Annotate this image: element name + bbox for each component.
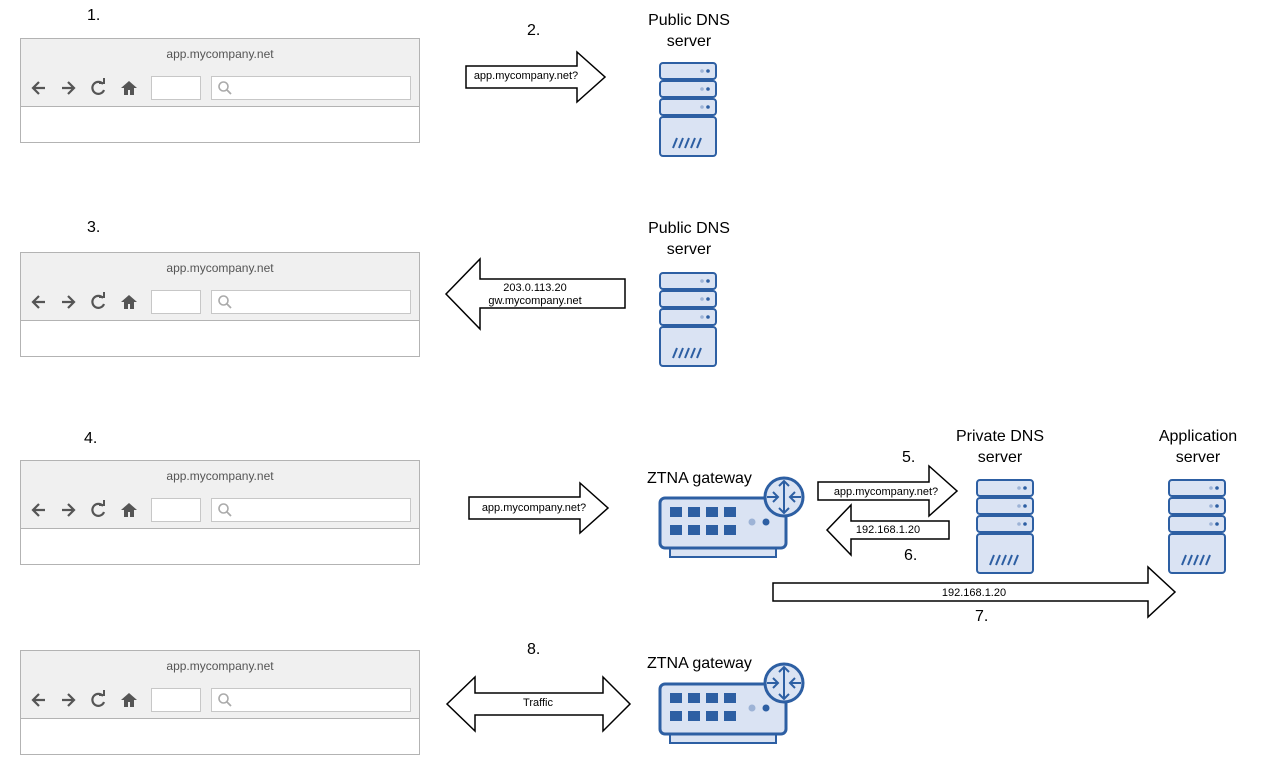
search-icon [218,295,232,309]
step-7-label: 7. [975,608,989,625]
reload-icon[interactable] [88,292,108,312]
search-icon [218,503,232,517]
application-server-label: Application server [1158,428,1238,466]
browser-content [21,719,419,754]
ztna-gateway-label-2: ZTNA gateway [647,655,752,672]
arrow-dns-reply-host: gw.mycompany.net [488,295,582,307]
home-icon[interactable] [119,690,139,710]
search-icon [218,81,232,95]
browser-url-title: app.mycompany.net [21,461,419,493]
home-icon[interactable] [119,292,139,312]
ztna-gateway-label-1: ZTNA gateway [647,470,752,487]
ztna-gateway-icon-2 [658,662,805,744]
arrow-to-application-server [772,565,1177,619]
browser-toolbar [21,682,419,719]
arrow-dns-reply-ip: 203.0.113.20 [503,282,567,294]
arrow-dns-reply [444,257,626,331]
browser-content [21,107,419,142]
application-server-icon [1168,479,1226,574]
step-4-label: 4. [84,430,98,447]
address-field[interactable] [151,290,201,314]
reload-icon[interactable] [88,500,108,520]
arrow-dns-query-text: app.mycompany.net? [473,70,579,82]
arrow-gateway-query-text: app.mycompany.net? [481,502,587,514]
browser-window-3: app.mycompany.net [20,460,420,565]
step-8-label: 8. [527,641,541,658]
browser-url-title: app.mycompany.net [21,651,419,683]
step-2-label: 2. [527,22,541,39]
browser-window-2: app.mycompany.net [20,252,420,357]
arrow-private-dns-query-text: app.mycompany.net? [833,486,939,498]
browser-window-1: app.mycompany.net [20,38,420,143]
ztna-gateway-icon-1 [658,476,805,558]
arrow-private-dns-reply-text: 192.168.1.20 [855,524,921,536]
reload-icon[interactable] [88,690,108,710]
browser-url-title: app.mycompany.net [21,39,419,71]
browser-content [21,529,419,564]
browser-window-4: app.mycompany.net [20,650,420,755]
forward-arrow-icon[interactable] [58,690,78,710]
step-5-label: 5. [902,449,916,466]
search-field[interactable] [211,76,411,100]
home-icon[interactable] [119,500,139,520]
address-field[interactable] [151,688,201,712]
address-field[interactable] [151,498,201,522]
arrow-traffic-bidirectional [445,675,632,733]
search-field[interactable] [211,498,411,522]
browser-toolbar [21,70,419,107]
private-dns-label: Private DNS server [955,428,1045,466]
browser-toolbar [21,284,419,321]
arrow-private-dns-reply [825,503,950,557]
back-arrow-icon[interactable] [29,690,49,710]
search-field[interactable] [211,688,411,712]
home-icon[interactable] [119,78,139,98]
public-dns-server-icon-1 [659,62,717,157]
public-dns-label-1: Public DNS server [648,12,730,50]
public-dns-server-icon-2 [659,272,717,367]
reload-icon[interactable] [88,78,108,98]
browser-toolbar [21,492,419,529]
step-1-label: 1. [87,7,101,24]
arrow-to-application-server-text: 192.168.1.20 [941,587,1007,599]
forward-arrow-icon[interactable] [58,78,78,98]
step-6-label: 6. [904,547,918,564]
back-arrow-icon[interactable] [29,292,49,312]
back-arrow-icon[interactable] [29,78,49,98]
address-field[interactable] [151,76,201,100]
arrow-traffic-text: Traffic [523,697,553,709]
browser-url-title: app.mycompany.net [21,253,419,285]
arrow-gateway-query [468,481,610,535]
forward-arrow-icon[interactable] [58,500,78,520]
step-3-label: 3. [87,219,101,236]
forward-arrow-icon[interactable] [58,292,78,312]
arrow-private-dns-query [817,464,959,518]
public-dns-label-2: Public DNS server [648,220,730,258]
search-field[interactable] [211,290,411,314]
private-dns-server-icon [976,479,1034,574]
arrow-dns-query [465,50,607,104]
browser-content [21,321,419,356]
back-arrow-icon[interactable] [29,500,49,520]
search-icon [218,693,232,707]
